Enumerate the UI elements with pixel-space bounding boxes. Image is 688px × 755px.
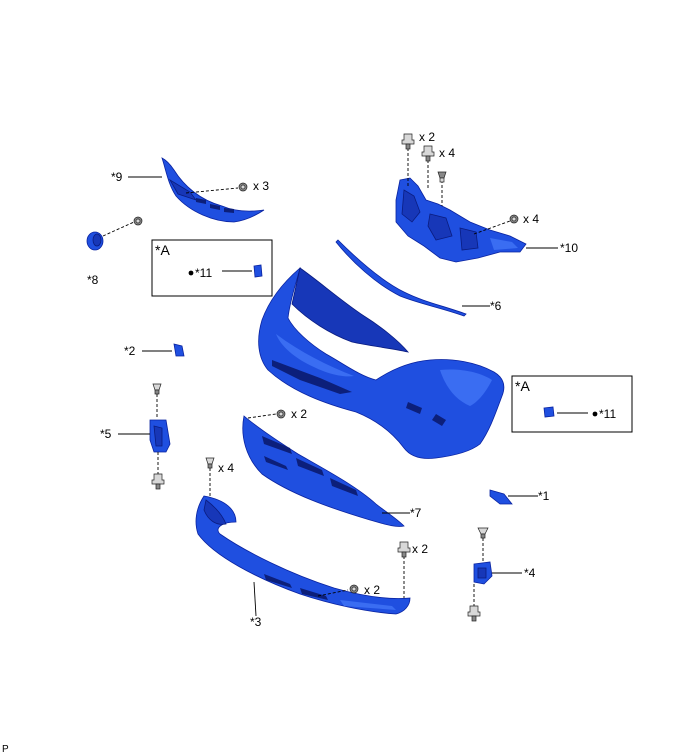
screw-icon bbox=[477, 527, 489, 539]
qty-part-7-bolts: x 2 bbox=[291, 407, 307, 421]
label-part-1: *1 bbox=[538, 489, 550, 503]
qty-part-10-clips-b: x 4 bbox=[439, 146, 455, 160]
screw-icon bbox=[152, 383, 162, 395]
label-part-9: *9 bbox=[111, 170, 123, 184]
label-part-5: *5 bbox=[100, 427, 112, 441]
qty-part-3-screws: x 4 bbox=[218, 461, 234, 475]
bolt-icon bbox=[509, 214, 519, 224]
bolt-icon bbox=[349, 584, 359, 594]
part-1-bracket bbox=[489, 489, 538, 505]
qty-part-10-clips: x 2 bbox=[419, 130, 435, 144]
label-part-8: *8 bbox=[87, 273, 99, 287]
label-detail-a-right: *A bbox=[515, 378, 530, 394]
front-bumper-cover bbox=[258, 266, 505, 459]
bolt-icon bbox=[133, 216, 143, 226]
screw-icon bbox=[437, 171, 447, 183]
clip-icon bbox=[421, 145, 435, 162]
part-2-bracket bbox=[142, 343, 185, 357]
bolt-icon bbox=[276, 409, 286, 419]
part-9-upper-grille bbox=[128, 157, 265, 223]
clip-icon bbox=[151, 473, 165, 490]
part-3-lower-spoiler bbox=[195, 495, 411, 617]
corner-mark: P bbox=[2, 744, 9, 755]
clip-icon bbox=[467, 605, 481, 622]
bolt-icon bbox=[238, 182, 248, 192]
label-part-11-left: *11 bbox=[195, 266, 212, 280]
screw-icon bbox=[205, 457, 215, 469]
qty-part-10-bolts: x 4 bbox=[523, 212, 539, 226]
part-8-emblem bbox=[86, 221, 135, 251]
part-7-lower-grille bbox=[242, 413, 410, 527]
qty-part-3-bolts: x 2 bbox=[364, 583, 380, 597]
label-part-6: *6 bbox=[490, 299, 502, 313]
part-5-retainer bbox=[118, 419, 171, 453]
detail-box-a-right bbox=[511, 375, 633, 433]
label-part-2: *2 bbox=[124, 344, 136, 358]
label-part-10: *10 bbox=[560, 241, 578, 255]
part-6-seal-strip bbox=[335, 239, 490, 317]
part-4-retainer bbox=[473, 561, 522, 585]
label-detail-a-left: *A bbox=[155, 242, 170, 258]
clip-icon bbox=[401, 133, 415, 150]
qty-part-3-clips: x 2 bbox=[412, 542, 428, 556]
part-10-bumper-reinforcement bbox=[395, 148, 558, 263]
label-part-11-right: *11 bbox=[599, 407, 616, 421]
label-part-7: *7 bbox=[410, 506, 422, 520]
detail-box-a-left bbox=[151, 239, 273, 297]
label-part-4: *4 bbox=[524, 566, 536, 580]
label-part-3: *3 bbox=[250, 615, 262, 629]
clip-icon bbox=[397, 541, 411, 558]
qty-part-9-bolts: x 3 bbox=[253, 179, 269, 193]
